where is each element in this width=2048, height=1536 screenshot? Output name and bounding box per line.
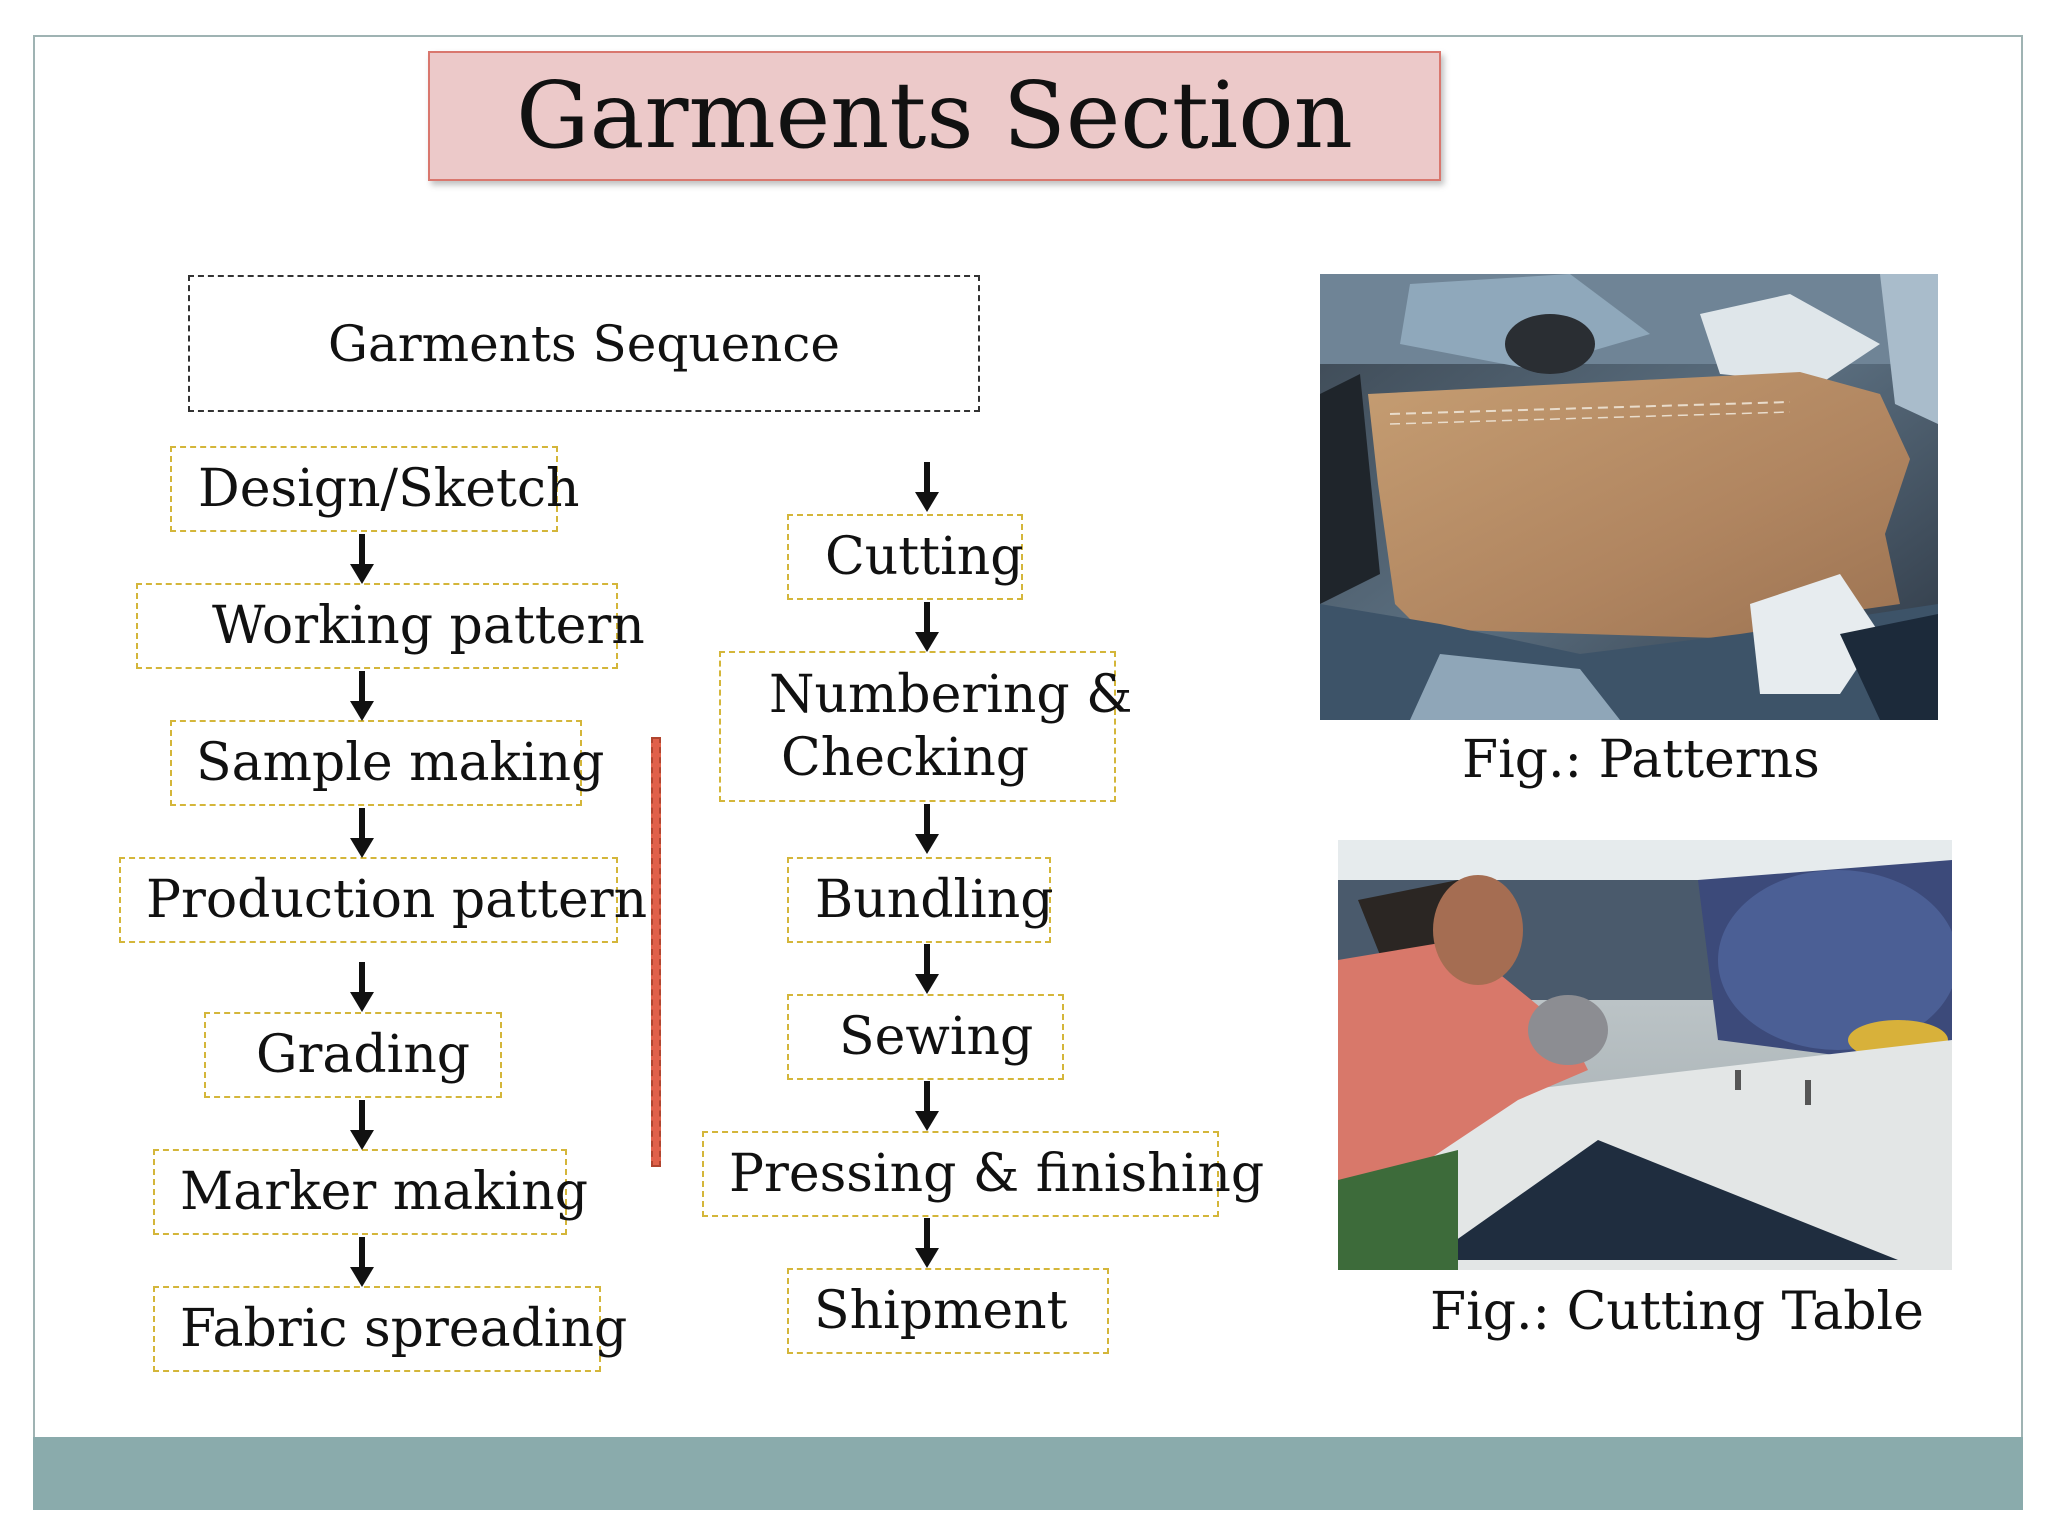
arrow-down-icon bbox=[915, 944, 939, 994]
cutting-table-photo-image bbox=[1338, 840, 1952, 1270]
sequence-header-box: Garments Sequence bbox=[188, 275, 980, 412]
step-label: Fabric spreading bbox=[180, 1298, 628, 1359]
step-label: Shipment bbox=[814, 1280, 1068, 1341]
arrow-down-icon bbox=[350, 671, 374, 721]
step-shipment: Shipment bbox=[787, 1268, 1109, 1354]
step-sample-making: Sample making bbox=[170, 720, 604, 806]
cutting-table-caption: Fig.: Cutting Table bbox=[1430, 1282, 1924, 1342]
step-cutting: Cutting bbox=[787, 514, 1023, 600]
step-label: Cutting bbox=[825, 526, 1024, 587]
step-pressing-finishing: Pressing & finishing bbox=[702, 1131, 1264, 1217]
step-label: Sample making bbox=[196, 732, 605, 793]
arrow-down-icon bbox=[350, 1237, 374, 1287]
page-title: Garments Section bbox=[516, 62, 1353, 169]
column-divider bbox=[651, 737, 661, 1167]
arrow-down-icon bbox=[915, 804, 939, 854]
step-numbering-checking: Numbering & Checking bbox=[719, 651, 1132, 802]
step-sewing: Sewing bbox=[787, 994, 1064, 1080]
footer-band bbox=[33, 1437, 2023, 1510]
patterns-photo-image bbox=[1320, 274, 1938, 720]
arrow-down-icon bbox=[350, 808, 374, 858]
step-bundling: Bundling bbox=[787, 857, 1054, 943]
step-label-line1: Numbering & bbox=[769, 665, 1133, 726]
arrow-down-icon bbox=[915, 602, 939, 652]
step-design-sketch: Design/Sketch bbox=[170, 446, 580, 532]
title-box: Garments Section bbox=[428, 51, 1441, 181]
step-label: Sewing bbox=[839, 1006, 1034, 1067]
step-production-pattern: Production pattern bbox=[119, 857, 647, 943]
arrow-down-icon bbox=[915, 462, 939, 512]
step-marker-making: Marker making bbox=[153, 1149, 588, 1235]
step-label: Working pattern bbox=[212, 595, 645, 656]
step-label-line2: Checking bbox=[781, 727, 1030, 788]
step-label: Bundling bbox=[815, 869, 1054, 930]
step-grading: Grading bbox=[204, 1012, 502, 1098]
arrow-down-icon bbox=[915, 1081, 939, 1131]
cutting-table-photo bbox=[1338, 840, 1952, 1270]
step-working-pattern: Working pattern bbox=[136, 583, 645, 669]
step-label: Pressing & finishing bbox=[729, 1143, 1265, 1204]
arrow-down-icon bbox=[350, 1100, 374, 1150]
step-label: Design/Sketch bbox=[198, 458, 580, 519]
step-label: Marker making bbox=[180, 1161, 589, 1222]
step-fabric-spreading: Fabric spreading bbox=[153, 1286, 627, 1372]
step-label: Production pattern bbox=[146, 869, 648, 930]
step-label: Grading bbox=[256, 1024, 471, 1085]
arrow-down-icon bbox=[915, 1218, 939, 1268]
patterns-caption: Fig.: Patterns bbox=[1462, 730, 1820, 790]
arrow-down-icon bbox=[350, 534, 374, 584]
arrow-down-icon bbox=[350, 962, 374, 1012]
patterns-photo bbox=[1320, 274, 1938, 720]
sequence-header: Garments Sequence bbox=[328, 314, 840, 373]
